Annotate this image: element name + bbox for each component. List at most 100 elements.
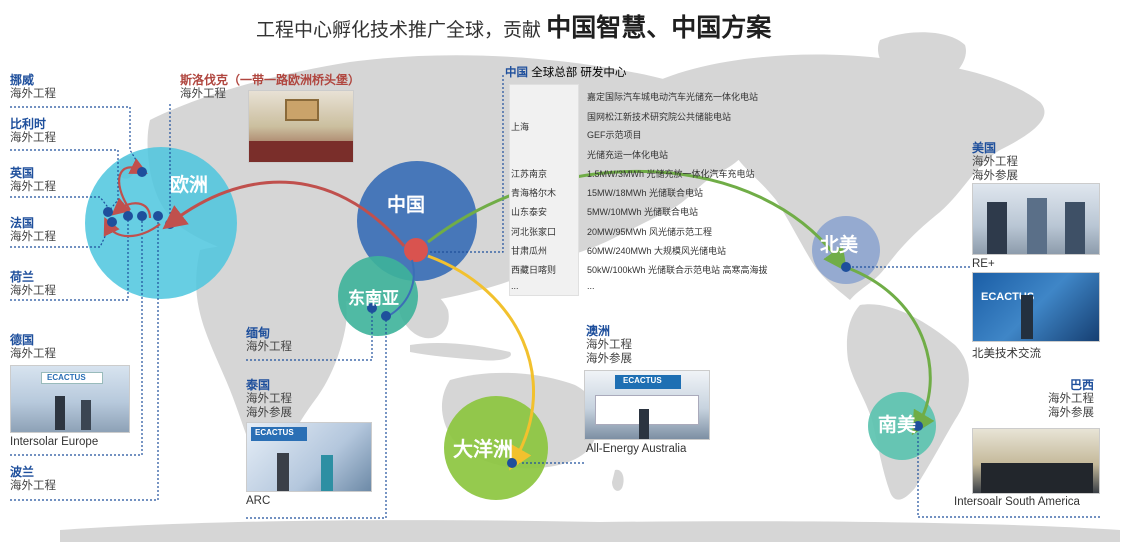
label-thailand: 泰国 海外工程 海外参展	[246, 378, 292, 420]
label-belgium: 比利时 海外工程	[10, 117, 56, 145]
china-panel-header-cn: 中国	[505, 67, 528, 79]
region-north-america: 北美	[820, 235, 859, 256]
project-item: 1.5MW/3MWh 光储充放一体化汽车充电站	[587, 169, 755, 179]
label-thailand-sub2: 海外参展	[246, 407, 292, 419]
region-southeast-asia: 东南亚	[348, 289, 399, 308]
leader-holland	[10, 215, 129, 301]
arc-person	[277, 453, 289, 491]
label-belgium-sub: 海外工程	[10, 132, 56, 144]
north-america-land	[640, 54, 1045, 300]
region-south-america: 南美	[878, 415, 917, 436]
label-holland-name: 荷兰	[10, 270, 35, 284]
booth-sign-text: ECACTUS	[47, 373, 86, 382]
label-australia-name: 澳洲	[586, 324, 611, 338]
arc-china-europe	[162, 180, 406, 247]
region-china: 中国	[387, 195, 426, 216]
antarctica-land	[60, 520, 1120, 542]
label-poland: 波兰 海外工程	[10, 465, 56, 493]
label-norway-sub: 海外工程	[10, 88, 56, 100]
dot-brazil	[913, 421, 923, 431]
photo-intersolar-sa	[972, 428, 1100, 494]
arc-china-oceania	[427, 254, 535, 471]
city-item: 甘肃瓜州	[511, 246, 548, 256]
dot-holland	[137, 211, 147, 221]
booth-person	[81, 400, 91, 430]
re-person	[987, 202, 1007, 254]
project-item: 50kW/100kWh 光储联合示范电站 高寒高海拔	[587, 265, 768, 275]
china-panel-header: 中国 全球总部 研发中心	[505, 64, 626, 80]
city-item: 河北张家口	[511, 227, 557, 237]
project-item: ...	[587, 281, 595, 291]
label-myanmar-name: 缅甸	[246, 326, 271, 340]
dot-germany	[153, 211, 163, 221]
nz-land	[612, 469, 624, 491]
na-logo: ECACTUS	[981, 291, 1035, 303]
label-uk-name: 英国	[10, 166, 35, 180]
greenland-land	[877, 32, 966, 89]
na-person	[1021, 295, 1033, 339]
dot-belgium	[103, 207, 113, 217]
label-slovakia: 斯洛伐克（一带一路欧洲桥头堡） 海外工程	[180, 73, 360, 101]
photo-slovakia-meeting	[248, 90, 354, 163]
leader-lines	[10, 75, 1100, 519]
arc-na-sa	[847, 266, 935, 436]
label-myanmar: 缅甸 海外工程	[246, 326, 292, 354]
region-europe: 欧洲	[170, 175, 209, 196]
re-person	[1065, 202, 1085, 254]
label-germany: 德国 海外工程	[10, 333, 56, 361]
indonesia-land	[410, 342, 511, 361]
label-uk: 英国 海外工程	[10, 166, 56, 194]
leader-uk	[10, 196, 111, 211]
china-panel-header-rest: 全球总部 研发中心	[531, 67, 627, 79]
label-australia: 澳洲 海外工程 海外参展	[586, 324, 632, 366]
label-slovakia-name: 斯洛伐克（一带一路欧洲桥头堡）	[180, 73, 361, 87]
caption-na-exchange: 北美技术交流	[972, 348, 1041, 360]
label-belgium-name: 比利时	[10, 117, 47, 131]
oceania-bubble	[444, 396, 548, 500]
africa-land	[196, 244, 347, 462]
ae-banner-text: ECACTUS	[623, 376, 662, 385]
photo-re-plus	[972, 183, 1100, 255]
leader-germany	[10, 216, 143, 456]
europe-arrow-3	[103, 217, 161, 238]
label-thailand-sub1: 海外工程	[246, 393, 292, 405]
leader-brazil	[917, 426, 1100, 518]
china-city-column	[509, 84, 579, 296]
label-norway: 挪威 海外工程	[10, 73, 56, 101]
label-myanmar-sub: 海外工程	[246, 341, 292, 353]
label-australia-sub1: 海外工程	[586, 339, 632, 351]
europe-arrow-2	[111, 197, 152, 219]
label-brazil: 巴西 海外工程 海外参展	[1048, 378, 1094, 420]
city-item: 西藏日喀则	[511, 265, 557, 275]
dot-thailand	[381, 311, 391, 321]
europe-cluster-arrows	[103, 158, 161, 238]
sea-bubble	[338, 256, 418, 336]
project-item: 60MW/240MWh 大规模风光储电站	[587, 246, 727, 256]
booth-person	[55, 396, 65, 430]
europe-bubble	[85, 147, 237, 299]
label-holland-sub: 海外工程	[10, 285, 56, 297]
project-item: 20MW/95MWh 风光储示范工程	[587, 227, 713, 237]
leader-thailand	[246, 316, 387, 519]
ae-banner	[615, 375, 681, 389]
china-projects-panel: 中国 全球总部 研发中心 上海 江苏南京 青海格尔木 山东泰安 河北张家口 甘肃…	[505, 67, 775, 298]
photo-na-exchange: ECACTUS	[972, 272, 1100, 342]
leader-norway	[10, 106, 143, 171]
caption-intersolar-europe: Intersolar Europe	[10, 436, 99, 448]
label-norway-name: 挪威	[10, 73, 35, 87]
city-item: 山东泰安	[511, 207, 548, 217]
label-usa: 美国 海外工程 海外参展	[972, 141, 1018, 183]
caption-re-plus: RE+	[972, 258, 995, 270]
dot-usa	[841, 262, 851, 272]
arc-china-na	[427, 169, 847, 272]
re-person	[1027, 198, 1047, 254]
ae-person	[639, 409, 649, 439]
label-brazil-sub1: 海外工程	[1048, 393, 1094, 405]
title-normal: 工程中心孵化技术推广全球，贡献	[256, 20, 542, 41]
label-poland-sub: 海外工程	[10, 480, 56, 492]
arc-china-sea	[387, 259, 415, 317]
meeting-table	[249, 141, 353, 162]
title-strong: 中国智慧、中国方案	[546, 14, 772, 42]
label-france-name: 法国	[10, 216, 35, 230]
label-usa-name: 美国	[972, 141, 997, 155]
